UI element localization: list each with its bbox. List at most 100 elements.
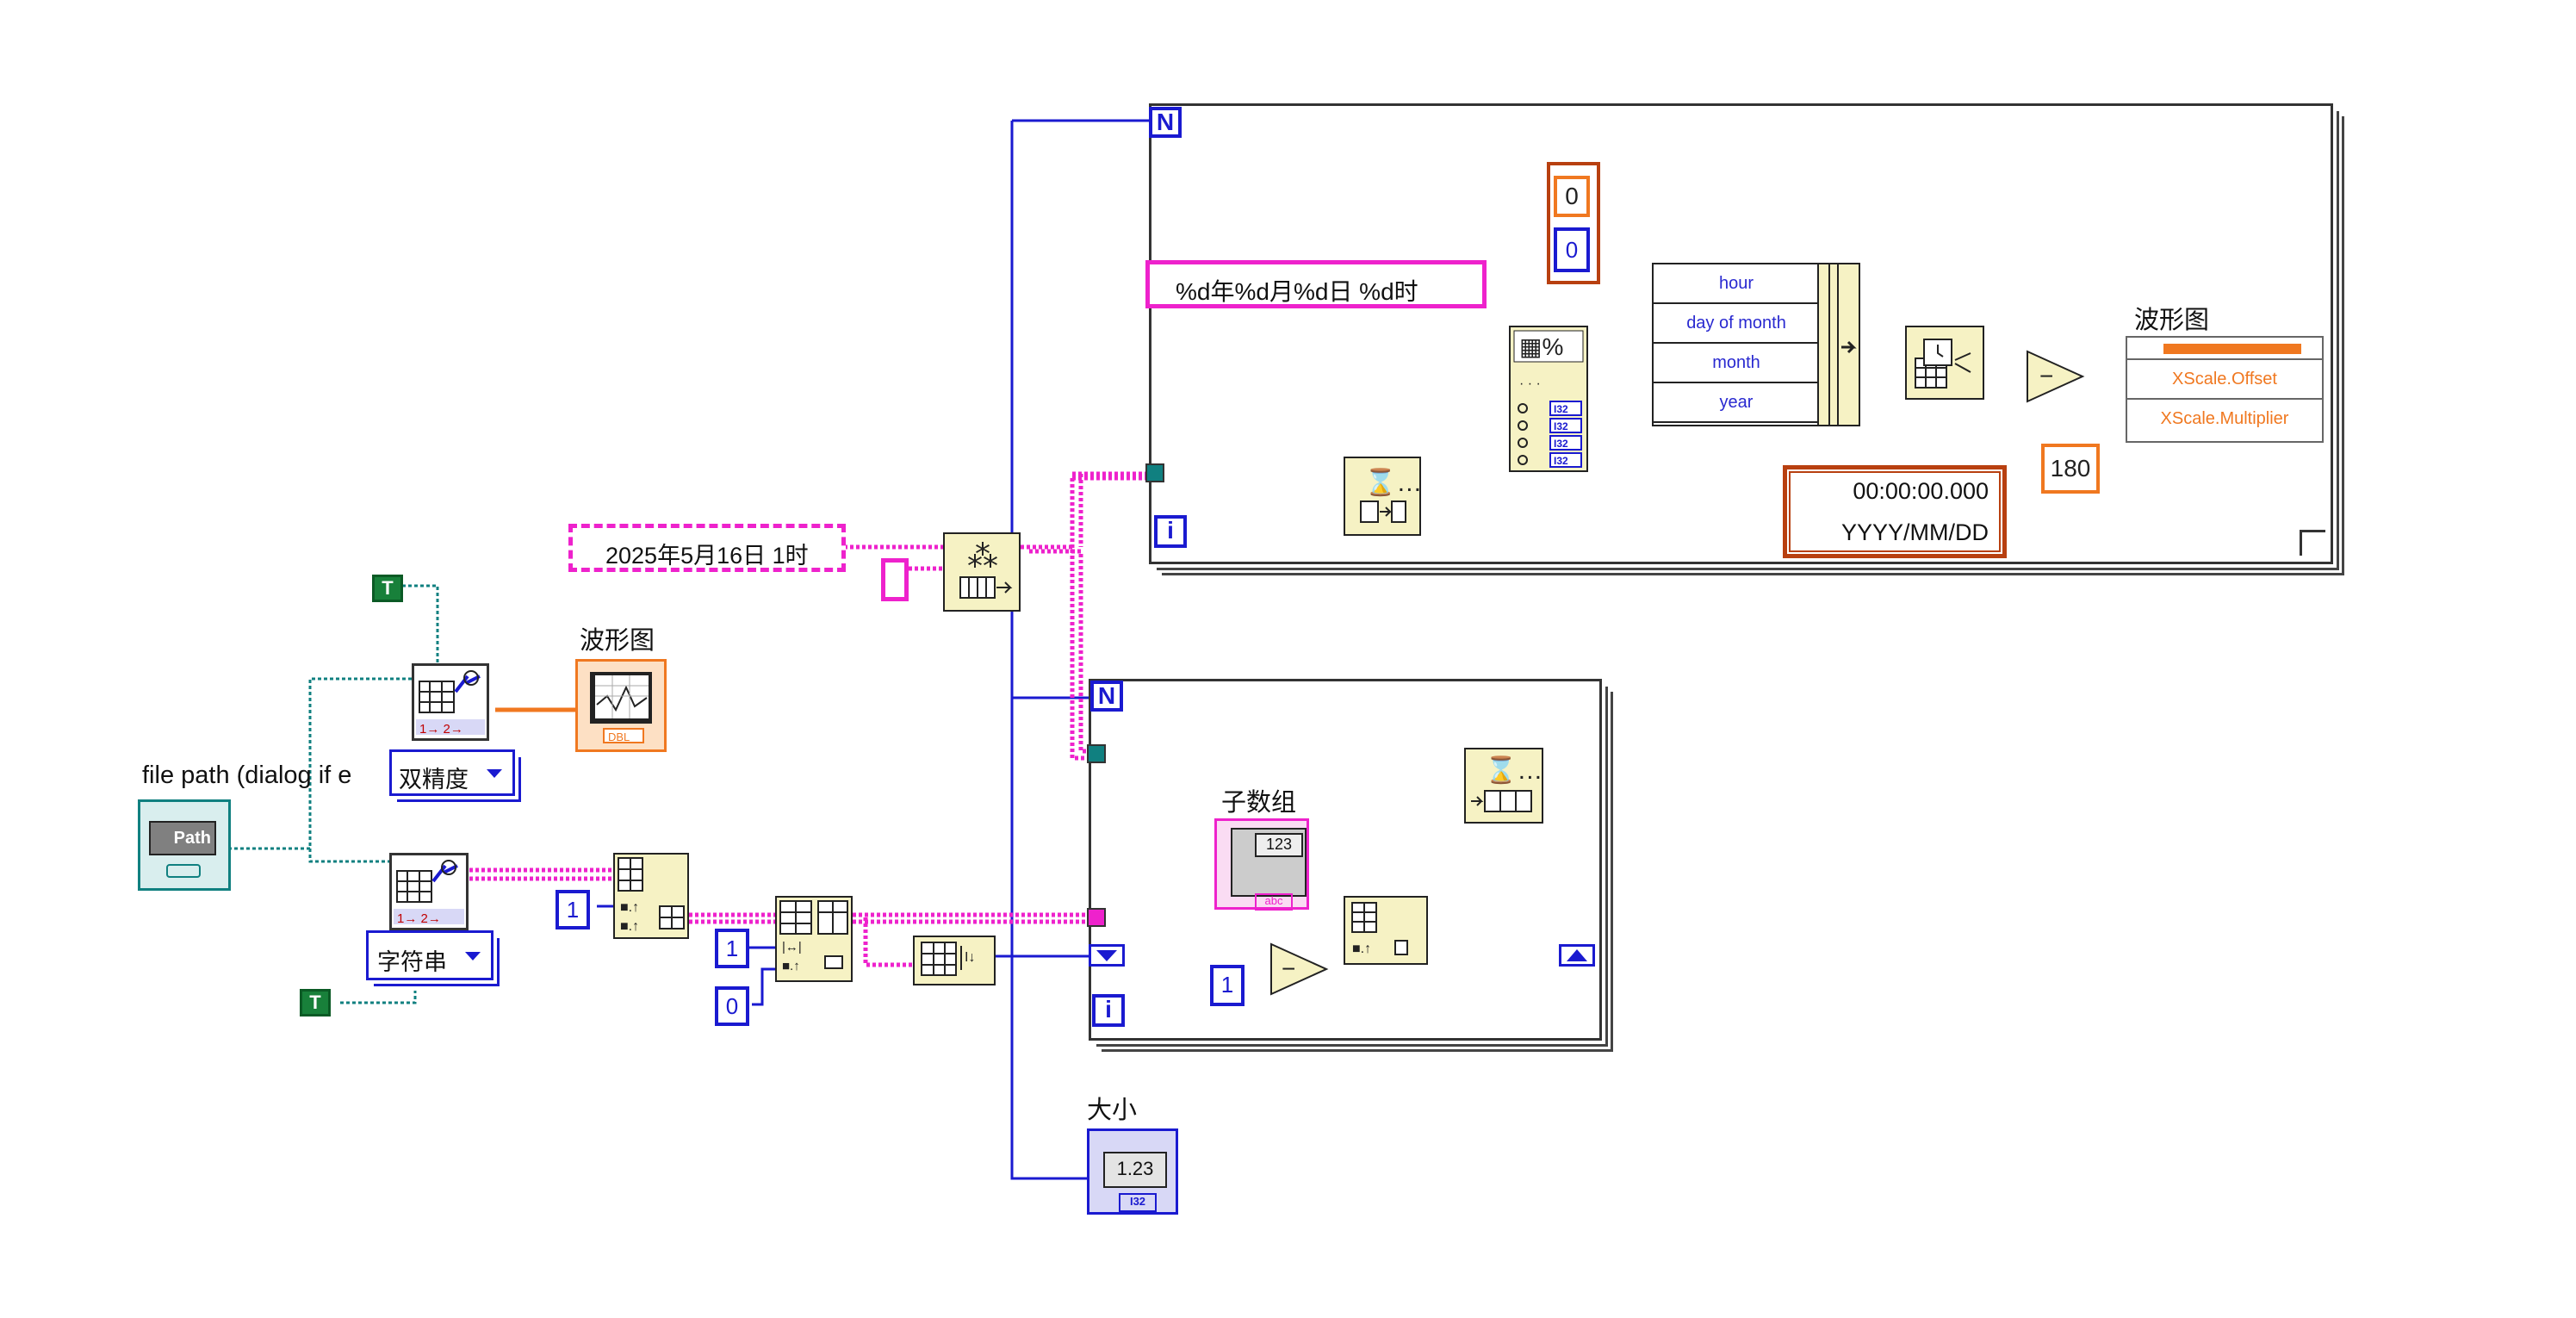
loop-top-iteration-terminal[interactable]: i (1154, 515, 1187, 548)
file-path-control[interactable]: Path (138, 799, 231, 891)
scan-from-string-icon: ⁂ (959, 538, 1013, 599)
svg-text:|↔|: |↔| (782, 940, 802, 954)
loop-top-count-terminal[interactable]: N (1149, 107, 1182, 138)
svg-text:I↓: I↓ (965, 950, 975, 965)
subtract-loop-node[interactable]: − (1268, 941, 1330, 998)
size-label: 大小 (1087, 1097, 1138, 1124)
for-loop-bottom[interactable] (1089, 679, 1602, 1041)
waveform-graph-indicator[interactable]: DBL (575, 659, 667, 752)
loop-constant-one[interactable]: 1 (1210, 965, 1245, 1006)
true-constant-top[interactable]: T (372, 575, 403, 602)
index-constant-one[interactable]: 1 (556, 890, 590, 929)
waveform-graph-icon: DBL (590, 672, 652, 743)
to-timestamp-node[interactable] (1905, 326, 1984, 400)
path-label: Path (173, 829, 211, 848)
size-numeric-display: 1.23 (1103, 1152, 1167, 1188)
date-string-constant[interactable]: 2025年5月16日 1时 (568, 524, 846, 572)
timestamp-cluster-constant[interactable]: 0 0 (1547, 162, 1600, 284)
format-string-constant[interactable]: %d年%d月%d日 %d时 (1145, 260, 1487, 308)
loop-bottom-tunnel-pink[interactable] (1087, 908, 1106, 927)
bundle-icon (1828, 264, 1857, 425)
bundle-field-day-of-month[interactable]: day of month (1654, 304, 1819, 344)
subtract-icon: − (1282, 955, 1295, 982)
date-string-text: 2025年5月16日 1时 (605, 543, 809, 569)
bundle-node-head[interactable] (1817, 263, 1860, 426)
waveform-graph-left-label: 波形图 (580, 627, 655, 655)
subarray-abc-label: abc (1255, 893, 1293, 911)
waveform-graph-right-label: 波形图 (2134, 307, 2210, 334)
loop-bottom-count-terminal[interactable]: N (1090, 681, 1123, 712)
zero-constant-a[interactable]: 0 (1554, 176, 1590, 217)
subset-constant-zero[interactable]: 0 (715, 986, 749, 1026)
index-array-loop-node[interactable]: ■.↑ (1344, 896, 1428, 965)
svg-text:I32: I32 (1554, 403, 1568, 415)
timestamp-constant[interactable]: 00:00:00.000 YYYY/MM/DD (1783, 465, 2007, 558)
to-timestamp-icon (1915, 339, 1971, 389)
svg-text:I32: I32 (1554, 455, 1568, 467)
waveform-property-node[interactable]: XScale.Offset XScale.Multiplier (2126, 336, 2324, 443)
svg-text:■.↑: ■.↑ (782, 959, 800, 973)
property-xscale-multiplier[interactable]: XScale.Multiplier (2160, 409, 2289, 428)
dbl-label: DBL (608, 730, 630, 743)
array-subset-node[interactable]: |↔| ■.↑ (775, 896, 853, 982)
index-array-icon: ■.↑ ■.↑ (618, 857, 685, 934)
size-indicator[interactable]: 1.23 I32 (1087, 1128, 1178, 1215)
zero-constant-b[interactable]: 0 (1554, 227, 1590, 272)
subset-constant-one[interactable]: 1 (715, 929, 749, 968)
scan-from-string-node[interactable]: ⁂ (943, 532, 1021, 612)
svg-text:1→ 2→: 1→ 2→ (419, 722, 463, 737)
loop-bottom-iteration-terminal[interactable]: i (1092, 994, 1125, 1027)
property-xscale-offset[interactable]: XScale.Offset (2127, 360, 2322, 400)
chevron-down-icon (465, 952, 481, 961)
svg-text:⁂: ⁂ (967, 538, 998, 574)
svg-text:■.↑: ■.↑ (620, 900, 639, 915)
down-arrow-icon (1096, 950, 1117, 961)
svg-text:■.↑: ■.↑ (620, 919, 639, 934)
svg-text:· · ·: · · · (1519, 376, 1541, 391)
index-array-icon: ■.↑ (1351, 902, 1408, 956)
array-subset-icon: |↔| ■.↑ (779, 900, 848, 973)
size-i32-label: I32 (1119, 1193, 1157, 1212)
read-spreadsheet-double[interactable]: 1→ 2→ (412, 663, 489, 741)
true-constant-bottom[interactable]: T (300, 989, 331, 1016)
scan-loop-index-node[interactable]: ⌛… (1344, 457, 1422, 536)
type-selector-string[interactable]: 字符串 (366, 930, 493, 980)
read-spreadsheet-string[interactable]: 1→ 2→ (389, 853, 469, 930)
bundle-field-month[interactable]: month (1654, 344, 1819, 383)
index-array-icon: ⌛… (1360, 467, 1422, 523)
date-format-text: YYYY/MM/DD (1840, 519, 1989, 545)
svg-text:I32: I32 (1554, 438, 1568, 450)
build-array-loop-node[interactable]: ⌛… (1464, 748, 1543, 824)
format-string-text: %d年%d月%d日 %d时 (1176, 278, 1418, 305)
shift-register-right[interactable] (1559, 944, 1595, 967)
shift-register-left[interactable] (1089, 944, 1125, 967)
svg-text:1→ 2→: 1→ 2→ (397, 911, 441, 926)
property-node-header (2127, 338, 2322, 360)
up-arrow-icon (1567, 949, 1587, 961)
read-delimited-spreadsheet-icon: 1→ 2→ (394, 860, 464, 926)
multiplier-constant-180[interactable]: 180 (2041, 444, 2100, 494)
bundle-field-year[interactable]: year (1654, 383, 1819, 423)
index-wires (597, 905, 775, 1006)
subtract-icon: − (2039, 363, 2053, 389)
subarray-indicator[interactable]: 123 abc (1214, 818, 1309, 911)
path-control-footer (166, 864, 201, 878)
loop-bottom-tunnel-teal[interactable] (1087, 744, 1106, 763)
svg-text:⌛…: ⌛… (1364, 467, 1419, 497)
subarray-label: 子数组 (1221, 789, 1297, 817)
type-double-label: 双精度 (399, 767, 469, 793)
index-array-node[interactable]: ■.↑ ■.↑ (613, 853, 689, 939)
time-display-text: 00:00:00.000 (1853, 478, 1989, 504)
svg-text:■.↑: ■.↑ (1352, 942, 1371, 956)
loop-top-tunnel[interactable] (1145, 463, 1164, 482)
type-selector-double[interactable]: 双精度 (389, 749, 515, 796)
empty-string-constant[interactable] (881, 558, 909, 601)
svg-text:⌛…: ⌛… (1485, 755, 1542, 785)
bundle-by-name-node[interactable]: hour day of month month year (1652, 263, 1821, 426)
bundle-field-hour[interactable]: hour (1654, 264, 1819, 304)
subtract-node[interactable]: − (2024, 348, 2086, 405)
array-size-node[interactable]: I↓ (913, 936, 996, 985)
